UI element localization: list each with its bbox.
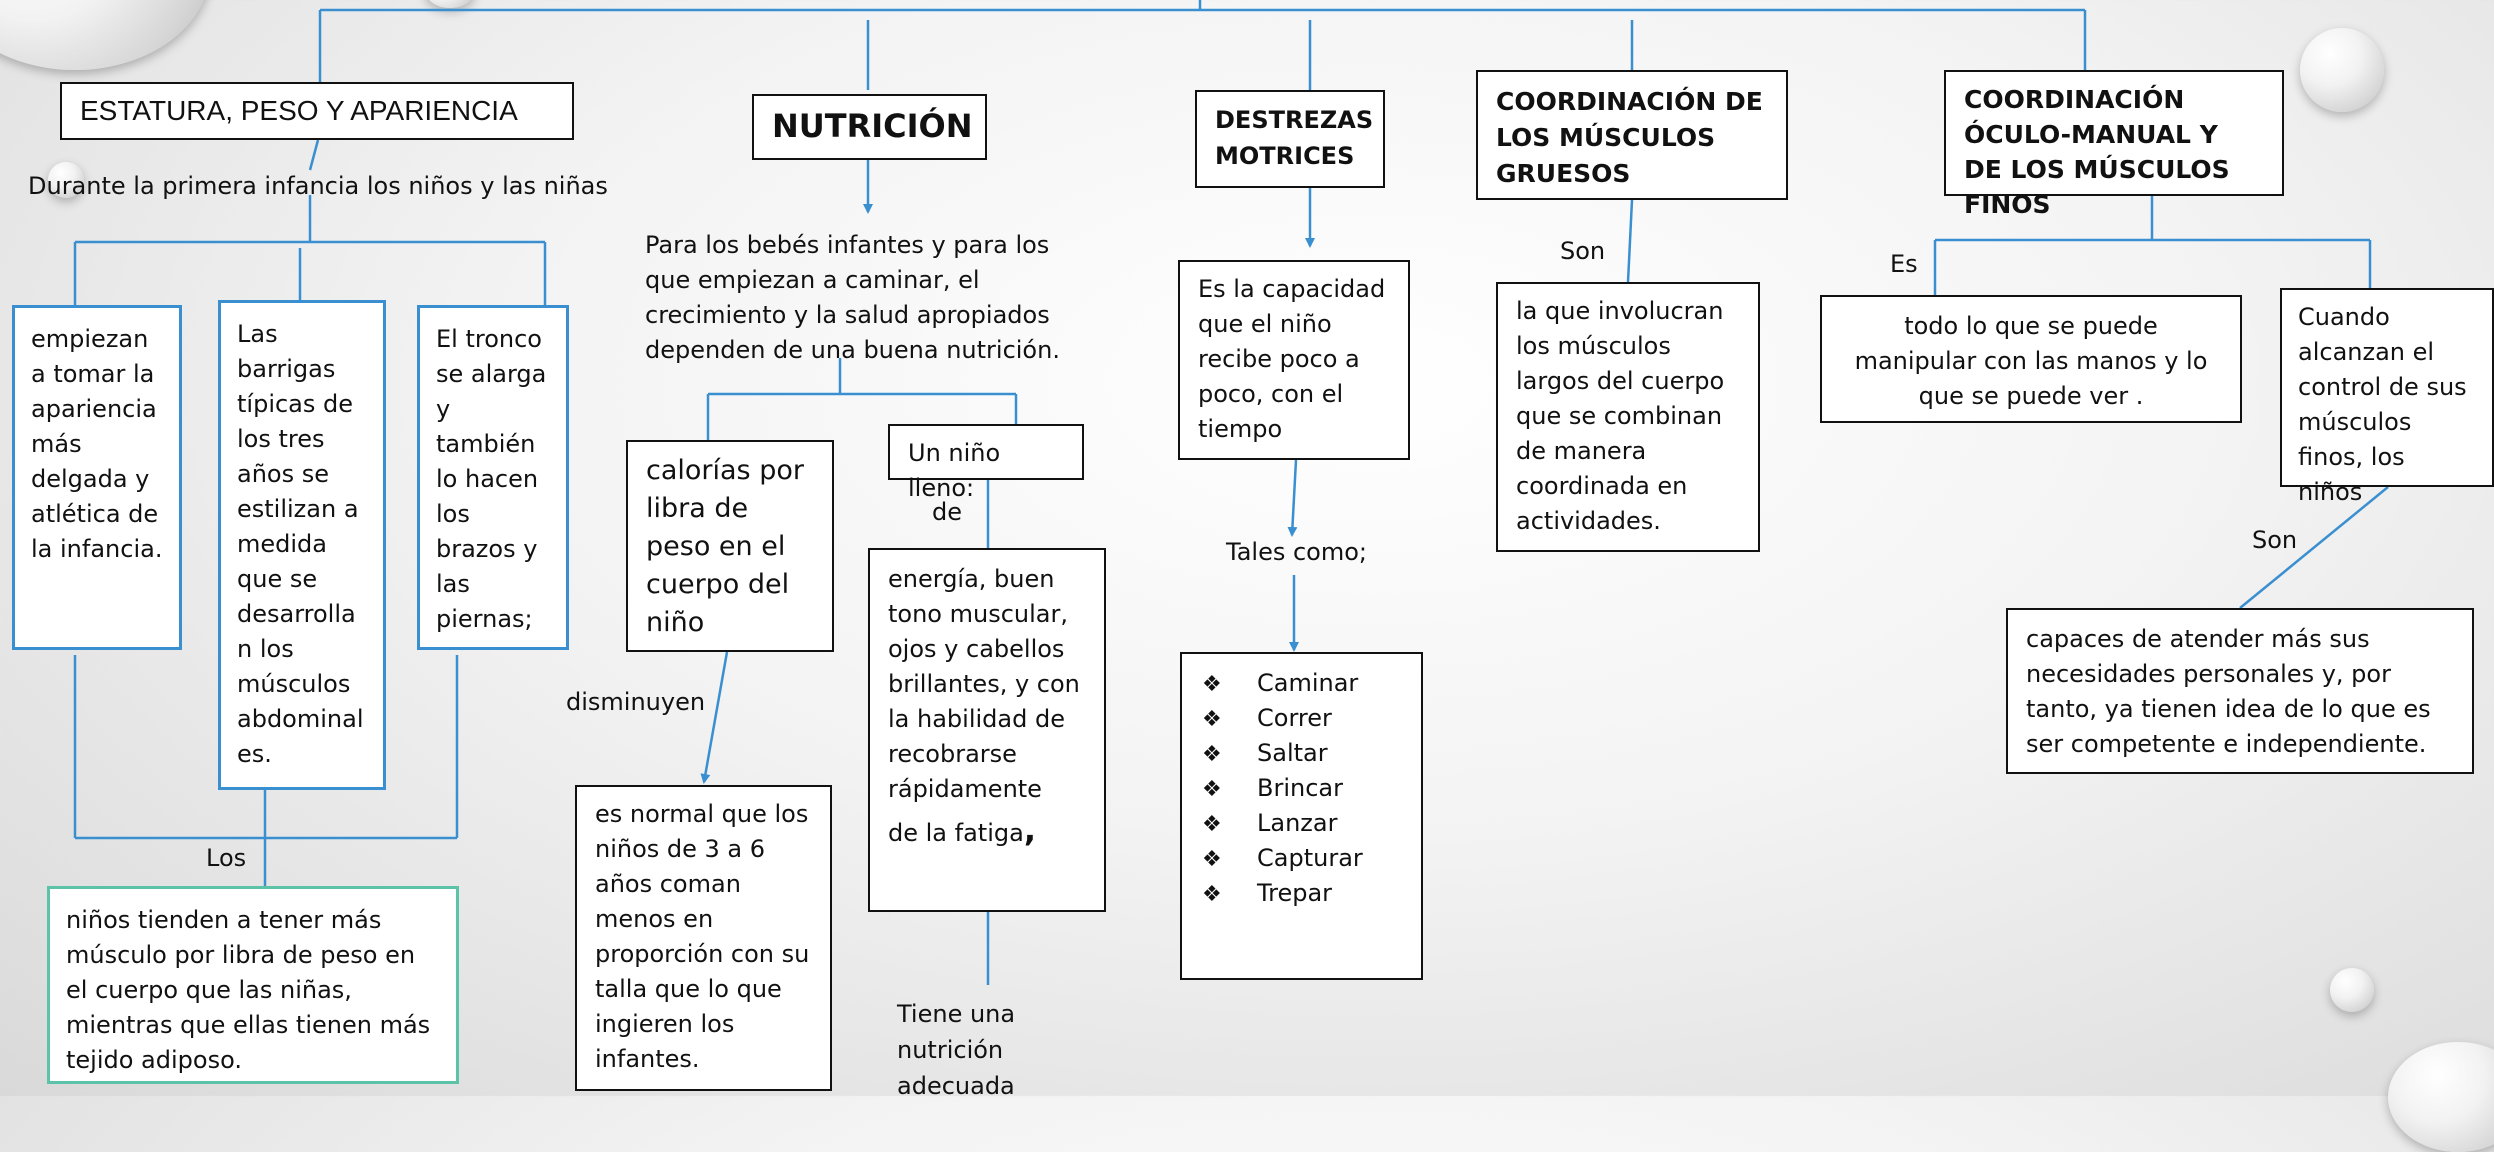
- node-capacidad: Es la capacidad que el niño recibe poco …: [1178, 260, 1410, 460]
- node-calorias: calorías por libra de peso en el cuerpo …: [626, 440, 834, 652]
- diamond-bullet-icon: ❖: [1202, 777, 1222, 802]
- label-estatura-intro: Durante la primera infancia los niños y …: [28, 172, 608, 200]
- label-los: Los: [206, 844, 247, 872]
- node-energia-tail-text: de la fatiga: [888, 819, 1024, 847]
- movement-label: Saltar: [1257, 739, 1328, 767]
- node-capaces: capaces de atender más sus necesidades p…: [2006, 608, 2474, 774]
- node-energia-text: energía, buen tono muscular, ojos y cabe…: [888, 565, 1080, 803]
- diamond-bullet-icon: ❖: [1202, 707, 1222, 732]
- movement-item: ❖ Brincar: [1202, 771, 1401, 806]
- node-lleno: Un niño lleno:: [888, 424, 1084, 502]
- label-tiene-nutricion: Tiene una nutrición adecuada: [897, 1000, 1016, 1100]
- movement-item: ❖ Caminar: [1202, 666, 1401, 701]
- node-empiezan: empiezan a tomar la apariencia más delga…: [12, 305, 182, 650]
- node-nutricion-title: NUTRICIÓN: [752, 94, 987, 160]
- diamond-bullet-icon: ❖: [1202, 847, 1222, 872]
- movement-label: Caminar: [1257, 669, 1359, 697]
- node-energia: energía, buen tono muscular, ojos y cabe…: [868, 548, 1106, 912]
- node-tronco: El tronco se alarga y también lo hacen l…: [417, 305, 569, 650]
- node-energia-tail: de la fatiga,: [888, 813, 1086, 851]
- decorative-bubble-right: [2300, 28, 2384, 112]
- label-tales-como: Tales como;: [1226, 538, 1367, 566]
- label-de: de: [932, 498, 962, 526]
- node-normal: es normal que los niños de 3 a 6 años co…: [575, 785, 832, 1091]
- node-finos-title: COORDINACIÓN ÓCULO-MANUAL Y DE LOS MÚSCU…: [1944, 70, 2284, 219]
- node-energia-comma: ,: [1023, 811, 1036, 849]
- movement-item: ❖ Trepar: [1202, 876, 1401, 911]
- node-destrezas-title: DESTREZAS MOTRICES: [1195, 90, 1385, 188]
- decorative-bubble-top: [425, 0, 475, 8]
- movement-item: ❖ Correr: [1202, 701, 1401, 736]
- connector-lines: [73, 0, 2389, 985]
- label-nutricion-intro: Para los bebés infantes y para los que e…: [645, 231, 1060, 364]
- label-disminuyen: disminuyen: [566, 688, 706, 716]
- movement-item: ❖ Capturar: [1202, 841, 1401, 876]
- node-gruesos-title: COORDINACIÓN DE LOS MÚSCULOS GRUESOS: [1476, 70, 1788, 200]
- movement-label: Lanzar: [1257, 809, 1338, 837]
- label-es: Es: [1890, 250, 1918, 278]
- movements-list: ❖ Caminar ❖ Correr ❖ Saltar ❖ Brincar ❖ Lanzar ❖ Ca…: [1202, 666, 1401, 911]
- diamond-bullet-icon: ❖: [1202, 742, 1222, 767]
- node-movements-list: ❖ Caminar ❖ Correr ❖ Saltar ❖ Brincar ❖ Lanzar ❖ Ca…: [1180, 652, 1423, 980]
- node-manipular: todo lo que se puede manipular con las m…: [1820, 295, 2242, 423]
- diamond-bullet-icon: ❖: [1202, 882, 1222, 907]
- decorative-bubble-bottom-right-small: [2330, 968, 2374, 1012]
- decorative-bubble-small-left: [48, 162, 84, 198]
- node-involucran: la que involucran los músculos largos de…: [1496, 282, 1760, 552]
- label-son-gruesos: Son: [1560, 237, 1606, 265]
- node-ninos-musculo: niños tienden a tener más músculo por li…: [47, 886, 459, 1084]
- node-barrigas: Las barrigas típicas de los tres años se…: [218, 300, 386, 790]
- diamond-bullet-icon: ❖: [1202, 812, 1222, 837]
- movement-label: Correr: [1257, 704, 1332, 732]
- movement-label: Capturar: [1257, 844, 1363, 872]
- movement-item: ❖ Lanzar: [1202, 806, 1401, 841]
- movement-label: Trepar: [1257, 879, 1333, 907]
- label-son-finos: Son: [2252, 526, 2298, 554]
- node-estatura-title: ESTATURA, PESO Y APARIENCIA: [60, 82, 574, 140]
- movement-item: ❖ Saltar: [1202, 736, 1401, 771]
- node-cuando: Cuando alcanzan el control de sus múscul…: [2280, 288, 2494, 506]
- diamond-bullet-icon: ❖: [1202, 672, 1222, 697]
- movement-label: Brincar: [1257, 774, 1343, 802]
